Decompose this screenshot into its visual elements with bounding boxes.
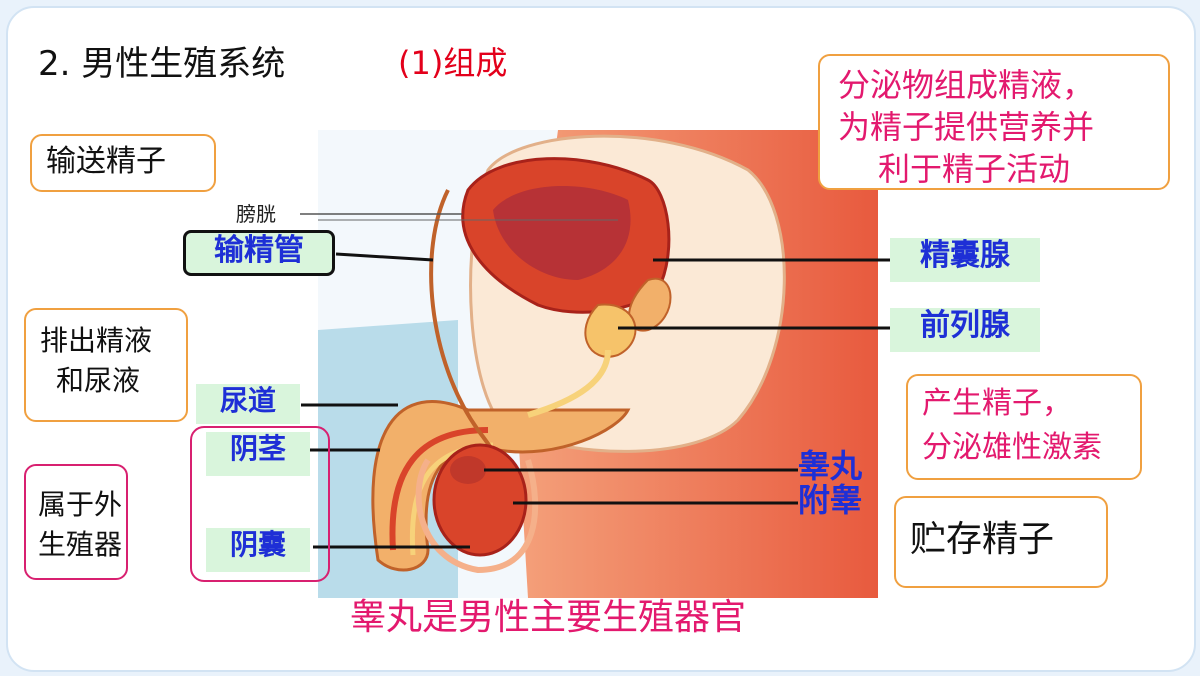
- callout-testis-text-1: 产生精子，: [922, 386, 1072, 421]
- callout-testis-function: 产生精子， 分泌雄性激素: [906, 374, 1142, 480]
- callout-vas-function: 输送精子: [30, 134, 216, 192]
- label-vas-deferens: 输精管: [183, 230, 335, 276]
- callout-epididymis-function: 贮存精子: [894, 496, 1108, 588]
- bottom-summary: 睾丸是男性主要生殖器官: [350, 597, 747, 638]
- page-title: 2. 男性生殖系统: [38, 44, 286, 84]
- external-organs-bracket: [190, 426, 330, 582]
- label-prostate: 前列腺: [890, 308, 1040, 352]
- label-testis: 睾丸: [798, 447, 863, 485]
- label-scrotum: 阴囊: [206, 528, 310, 572]
- callout-epididymis-text: 贮存精子: [910, 519, 1055, 560]
- callout-external-text-1: 属于外: [38, 488, 123, 521]
- callout-testis-text-2: 分泌雄性激素: [922, 430, 1102, 465]
- anatomy-illustration: [318, 130, 878, 598]
- callout-urethra-function: 排出精液 和尿液: [24, 308, 188, 422]
- callout-external-text-2: 生殖器: [38, 528, 123, 561]
- callout-vas-function-text: 输送精子: [46, 144, 166, 179]
- label-urethra: 尿道: [196, 384, 300, 424]
- callout-glands-text-3: 利于精子活动: [878, 150, 1071, 188]
- label-seminal-vesicle: 精囊腺: [890, 238, 1040, 282]
- callout-glands-function: 分泌物组成精液， 为精子提供营养并 利于精子活动: [818, 54, 1170, 190]
- label-penis: 阴茎: [206, 432, 310, 476]
- callout-glands-text-1: 分泌物组成精液，: [838, 66, 1095, 104]
- callout-urethra-function-text-1: 排出精液: [40, 324, 153, 357]
- label-bladder: 膀胱: [236, 202, 276, 226]
- callout-glands-text-2: 为精子提供营养并: [838, 108, 1095, 146]
- label-epididymis: 附睾: [798, 481, 863, 519]
- callout-external-organs: 属于外 生殖器: [24, 464, 128, 580]
- slide: 2. 男性生殖系统 (1)组成: [6, 6, 1196, 672]
- callout-urethra-function-text-2: 和尿液: [56, 364, 141, 397]
- page-subtitle: (1)组成: [398, 44, 508, 82]
